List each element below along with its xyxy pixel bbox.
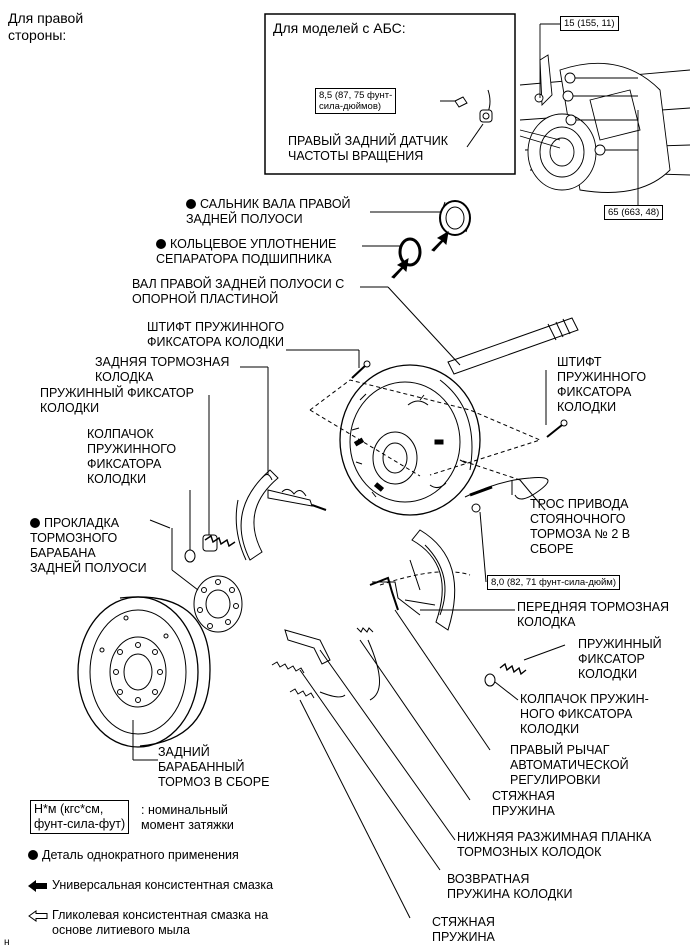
- label-axle-shaft: ВАЛ ПРАВОЙ ЗАДНЕЙ ПОЛУОСИ С ОПОРНОЙ ПЛАС…: [132, 277, 345, 306]
- label-cable: ТРОС ПРИВОДА СТОЯНОЧНОГО ТОРМОЗА № 2 В С…: [530, 497, 631, 556]
- glycol-grease-arrow-icon: [28, 910, 48, 922]
- retainer-spring-left: [202, 534, 236, 552]
- legend-glycol-grease: Гликолевая консистентная смазка на основ…: [52, 908, 269, 937]
- legend-torque-desc: : номинальный момент затяжки: [141, 803, 234, 832]
- adjuster-lever: [369, 576, 399, 611]
- axle-housing: [519, 23, 690, 205]
- o-ring: [398, 237, 422, 267]
- abs-sensor-torque: 8,5 (87, 75 фунт- сила-дюймов): [315, 88, 397, 114]
- front-brake-shoe: [372, 529, 456, 631]
- abs-box-title: Для моделей с АБС:: [273, 20, 406, 36]
- torque-65: 65 (663, 48): [604, 205, 664, 220]
- leader-retainer-right: [523, 644, 566, 661]
- label-return-spring: ВОЗВРАТНАЯ ПРУЖИНА КОЛОДКИ: [447, 872, 573, 901]
- mp-grease-arrow-icon: [28, 880, 47, 892]
- guide-lines: [309, 379, 542, 586]
- pin-right: [545, 370, 568, 438]
- legend-mp-grease: Универсальная консистентная смазка: [52, 878, 274, 892]
- label-retainer-left: ПРУЖИННЫЙ ФИКСАТОР КОЛОДКИ: [40, 386, 194, 415]
- side-note: Для правой стороны:: [8, 10, 84, 43]
- leader-cable: [519, 479, 546, 511]
- corner-mark: н: [4, 937, 10, 948]
- label-tension-spring-1: СТЯЖНАЯ ПРУЖИНА: [492, 789, 555, 818]
- abs-sensor-label: ПРАВЫЙ ЗАДНИЙ ДАТЧИК ЧАСТОТЫ ВРАЩЕНИЯ: [288, 134, 448, 163]
- non-reusable-dot: [30, 518, 40, 528]
- backing-plate: [339, 364, 481, 516]
- label-strut: НИЖНЯЯ РАЗЖИМНАЯ ПЛАНКА ТОРМОЗНЫХ КОЛОДО…: [457, 830, 652, 859]
- abs-speed-sensor: [440, 89, 493, 148]
- legend-non-reusable: Деталь однократного применения: [28, 848, 239, 863]
- label-pin-right: ШТИФТ ПРУЖИННОГО ФИКСАТОРА КОЛОДКИ: [557, 355, 647, 414]
- label-adjuster-lever: ПРАВЫЙ РЫЧАГ АВТОМАТИЧЕСКОЙ РЕГУЛИРОВКИ: [510, 743, 629, 787]
- torque-8: 8,0 (82, 71 фунт-сила-дюйм): [487, 575, 620, 590]
- leader-tension-2: [299, 699, 411, 919]
- rear-brake-shoe: [235, 469, 327, 561]
- leader-adjuster: [394, 609, 491, 751]
- label-cap-right: КОЛПАЧОК ПРУЖИН- НОГО ФИКСАТОРА КОЛОДКИ: [520, 692, 649, 736]
- cap-right: [484, 673, 496, 687]
- grease-arrow-2: [391, 258, 409, 279]
- lower-strut: [284, 629, 331, 665]
- leader-gasket-3: [149, 519, 171, 529]
- tension-spring-lower: [289, 688, 346, 699]
- leader-return: [299, 669, 441, 871]
- label-drum: ЗАДНИЙ БАРАБАННЫЙ ТОРМОЗ В СБОРЕ: [158, 745, 270, 789]
- parking-brake-cable: [464, 477, 549, 583]
- label-oil-seal: САЛЬНИК ВАЛА ПРАВОЙ ЗАДНЕЙ ПОЛУОСИ: [186, 197, 351, 226]
- non-reusable-dot: [28, 850, 38, 860]
- torque-15: 15 (155, 11): [560, 16, 619, 31]
- label-tension-spring-2: СТЯЖНАЯ ПРУЖИНА: [432, 915, 495, 944]
- oil-seal: [439, 200, 471, 236]
- retainer-spring-right: [499, 662, 527, 676]
- grease-arrow-1: [431, 231, 449, 252]
- tension-spring-upper: [356, 627, 380, 701]
- leader-cap-right: [494, 681, 519, 701]
- label-retainer-right: ПРУЖИННЫЙ ФИКСАТОР КОЛОДКИ: [578, 637, 662, 681]
- drum-gasket: [193, 575, 243, 633]
- pin-left: [286, 349, 371, 379]
- label-pin-left: ШТИФТ ПРУЖИННОГО ФИКСАТОРА КОЛОДКИ: [147, 320, 285, 349]
- abs-inset-frame: [264, 13, 516, 175]
- leader-tension-1: [359, 639, 471, 801]
- non-reusable-dot: [156, 239, 166, 249]
- cap-left: [184, 549, 196, 563]
- label-gasket: ПРОКЛАДКА ТОРМОЗНОГО БАРАБАНА ЗАДНЕЙ ПОЛ…: [30, 516, 147, 575]
- brake-drum: [77, 596, 211, 748]
- leader-strut: [319, 649, 456, 841]
- axle-shaft: [360, 286, 579, 375]
- label-cap-left: КОЛПАЧОК ПРУЖИННОГО ФИКСАТОРА КОЛОДКИ: [87, 427, 177, 486]
- label-rear-shoe: ЗАДНЯЯ ТОРМОЗНАЯ КОЛОДКА: [95, 355, 230, 384]
- leader-gasket-2: [171, 569, 199, 591]
- label-front-shoe: ПЕРЕДНЯЯ ТОРМОЗНАЯ КОЛОДКА: [517, 600, 670, 629]
- return-spring: [271, 661, 305, 674]
- legend-torque-unit: Н*м (кгс*см, фунт-сила-фут): [30, 800, 130, 834]
- non-reusable-dot: [186, 199, 196, 209]
- label-o-ring: КОЛЬЦЕВОЕ УПЛОТНЕНИЕ СЕПАРАТОРА ПОДШИПНИ…: [156, 237, 337, 266]
